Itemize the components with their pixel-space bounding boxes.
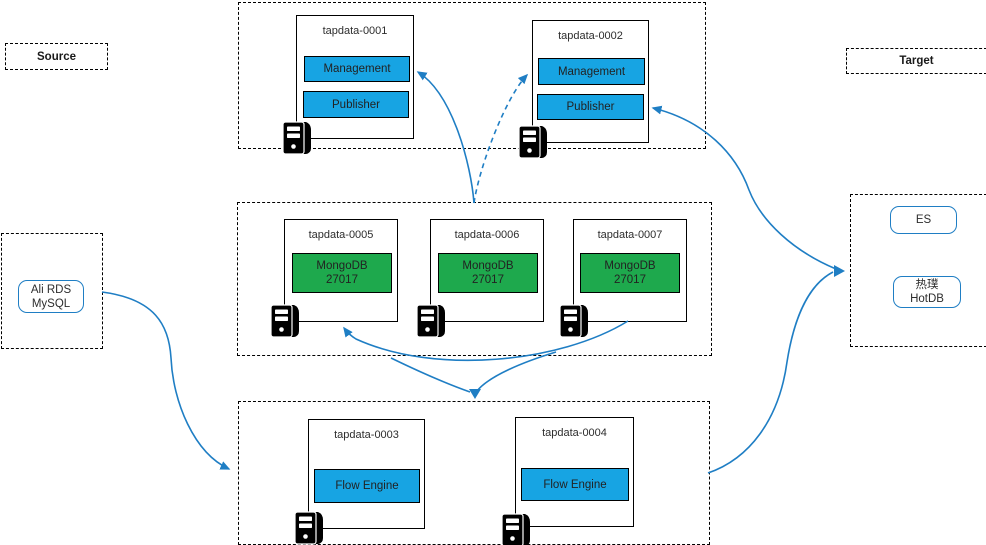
node-tapdata-0002: tapdata-0002 Management Publisher bbox=[532, 20, 649, 143]
component-label: Flow Engine bbox=[543, 478, 607, 491]
node-tapdata-0004: tapdata-0004 Flow Engine bbox=[515, 417, 634, 527]
server-icon bbox=[559, 304, 588, 338]
component-label: Management bbox=[323, 63, 391, 75]
component-management: Management bbox=[304, 56, 410, 82]
hotdb-endpoint: 热璞 HotDB bbox=[893, 276, 961, 308]
server-icon bbox=[294, 511, 323, 545]
endpoint-label: HotDB bbox=[910, 293, 944, 305]
endpoint-label: ES bbox=[915, 214, 932, 226]
component-label: MongoDB bbox=[462, 260, 514, 272]
arrowhead-into-target-group bbox=[834, 265, 845, 277]
node-title: tapdata-0007 bbox=[597, 229, 663, 241]
component-label: MongoDB bbox=[316, 260, 368, 272]
server-icon bbox=[270, 304, 299, 338]
arrow-flow-group-to-target bbox=[707, 271, 834, 474]
node-tapdata-0005: tapdata-0005 MongoDB 27017 bbox=[284, 219, 398, 322]
arrow-branch-right-to-flow-group bbox=[476, 351, 557, 392]
arrow-source-to-flow-group bbox=[101, 291, 231, 470]
component-port: 27017 bbox=[614, 274, 646, 286]
node-title: tapdata-0003 bbox=[334, 429, 399, 441]
component-publisher: Publisher bbox=[537, 94, 644, 120]
node-title: tapdata-0002 bbox=[558, 30, 623, 42]
component-mongodb: MongoDB 27017 bbox=[292, 253, 392, 293]
component-mongodb: MongoDB 27017 bbox=[438, 253, 538, 293]
node-tapdata-0001: tapdata-0001 Management Publisher bbox=[296, 15, 414, 139]
source-group bbox=[1, 233, 103, 349]
component-label: Publisher bbox=[566, 101, 615, 113]
server-icon bbox=[282, 121, 311, 155]
component-mongodb: MongoDB 27017 bbox=[580, 253, 680, 293]
server-icon bbox=[518, 125, 547, 159]
node-tapdata-0006: tapdata-0006 MongoDB 27017 bbox=[430, 219, 544, 322]
component-label: Management bbox=[557, 65, 626, 78]
source-label: Source bbox=[37, 50, 76, 63]
arrowhead-into-flow-group bbox=[469, 389, 481, 399]
component-flow-engine: Flow Engine bbox=[314, 469, 420, 503]
node-title: tapdata-0005 bbox=[308, 229, 374, 241]
source-label-box: Source bbox=[5, 43, 108, 70]
target-label-box: Target bbox=[846, 48, 986, 74]
component-port: 27017 bbox=[326, 274, 358, 286]
target-label: Target bbox=[899, 55, 934, 67]
node-tapdata-0003: tapdata-0003 Flow Engine bbox=[308, 419, 425, 529]
node-title: tapdata-0004 bbox=[542, 427, 607, 439]
server-icon bbox=[416, 304, 445, 338]
endpoint-label: MySQL bbox=[31, 297, 71, 310]
node-tapdata-0007: tapdata-0007 MongoDB 27017 bbox=[573, 219, 687, 322]
component-label: Publisher bbox=[332, 98, 380, 111]
server-icon bbox=[501, 513, 530, 545]
component-publisher: Publisher bbox=[303, 91, 409, 118]
component-management: Management bbox=[538, 58, 645, 85]
node-title: tapdata-0006 bbox=[454, 229, 520, 241]
es-endpoint: ES bbox=[890, 206, 957, 234]
component-label: MongoDB bbox=[604, 260, 656, 272]
component-flow-engine: Flow Engine bbox=[521, 468, 629, 501]
component-label: Flow Engine bbox=[335, 480, 399, 492]
endpoint-label: 热璞 bbox=[915, 279, 939, 291]
endpoint-label: Ali RDS bbox=[30, 283, 72, 296]
target-db-group bbox=[850, 194, 986, 347]
component-port: 27017 bbox=[472, 274, 504, 286]
ali-rds-mysql-endpoint: Ali RDS MySQL bbox=[18, 280, 84, 313]
arrow-branch-left-to-flow-group bbox=[390, 357, 471, 393]
node-title: tapdata-0001 bbox=[322, 25, 388, 37]
